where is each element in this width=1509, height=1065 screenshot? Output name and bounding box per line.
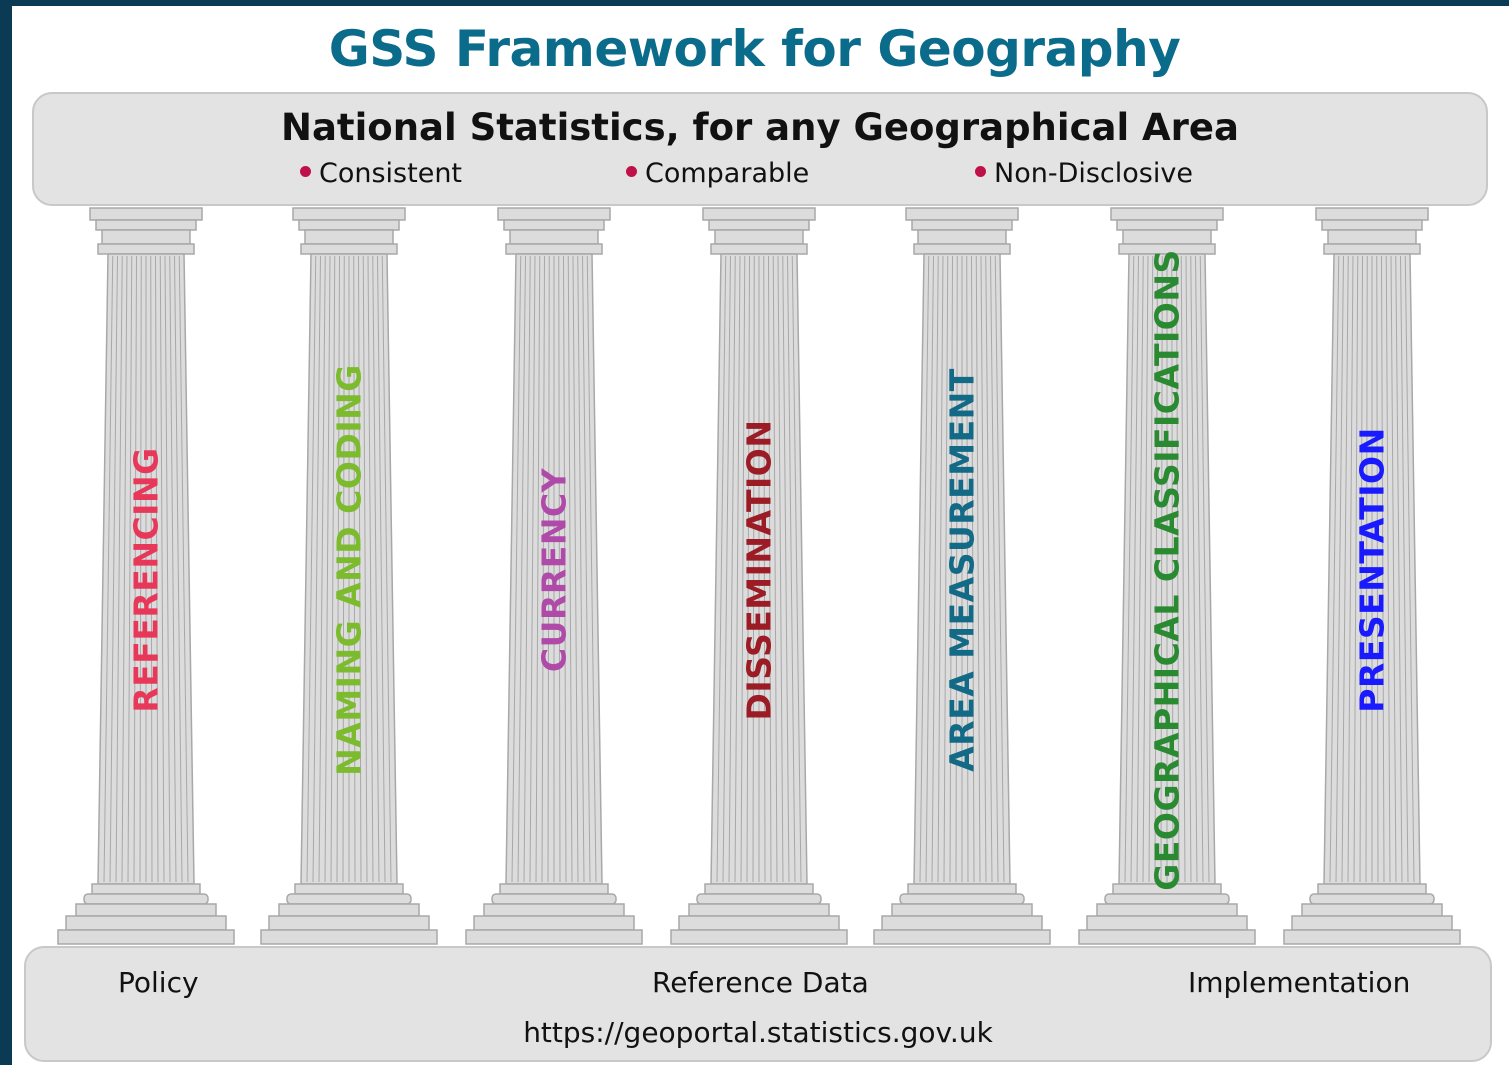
base-panel: Policy Reference Data Implementation htt… xyxy=(24,946,1492,1062)
pillar-label-currency: CURRENCY xyxy=(534,467,574,673)
bullet-icon xyxy=(626,166,637,177)
principle-comparable: Comparable xyxy=(626,158,809,189)
principle-label: Comparable xyxy=(645,158,810,189)
principle-label: Non-Disclosive xyxy=(994,158,1193,189)
principle-non-disclosive: Non-Disclosive xyxy=(975,158,1193,189)
base-item-policy: Policy xyxy=(118,966,199,999)
bullet-icon xyxy=(975,166,986,177)
website-url: https://geoportal.statistics.gov.uk xyxy=(523,1016,993,1049)
pillar-label-geographical-classifications: GEOGRAPHICAL CLASSIFICATIONS xyxy=(1147,249,1187,891)
pillar-label-area-measurement: AREA MEASUREMENT xyxy=(942,368,982,772)
column-5 xyxy=(873,207,1051,945)
pillar-label-referencing: REFERENCING xyxy=(126,447,166,713)
pillar-label-presentation: PRESENTATION xyxy=(1352,427,1392,713)
bullet-icon xyxy=(300,166,311,177)
pillar-label-dissemination: DISSEMINATION xyxy=(739,419,779,721)
frame-border-left xyxy=(0,0,12,1065)
column-1 xyxy=(57,207,235,945)
column-4 xyxy=(670,207,848,945)
base-item-implementation: Implementation xyxy=(1188,966,1411,999)
frame-border-top xyxy=(0,0,1509,6)
column-3 xyxy=(465,207,643,945)
column-2 xyxy=(260,207,438,945)
principle-label: Consistent xyxy=(319,158,463,189)
entablature-heading: National Statistics, for any Geographica… xyxy=(280,106,1239,149)
page-title: GSS Framework for Geography xyxy=(328,20,1181,78)
entablature-panel: National Statistics, for any Geographica… xyxy=(32,92,1488,206)
column-7 xyxy=(1283,207,1461,945)
column-6 xyxy=(1078,207,1256,945)
principle-consistent: Consistent xyxy=(300,158,462,189)
base-item-reference-data: Reference Data xyxy=(652,966,869,999)
pillar-label-naming-and-coding: NAMING AND CODING xyxy=(329,364,369,776)
